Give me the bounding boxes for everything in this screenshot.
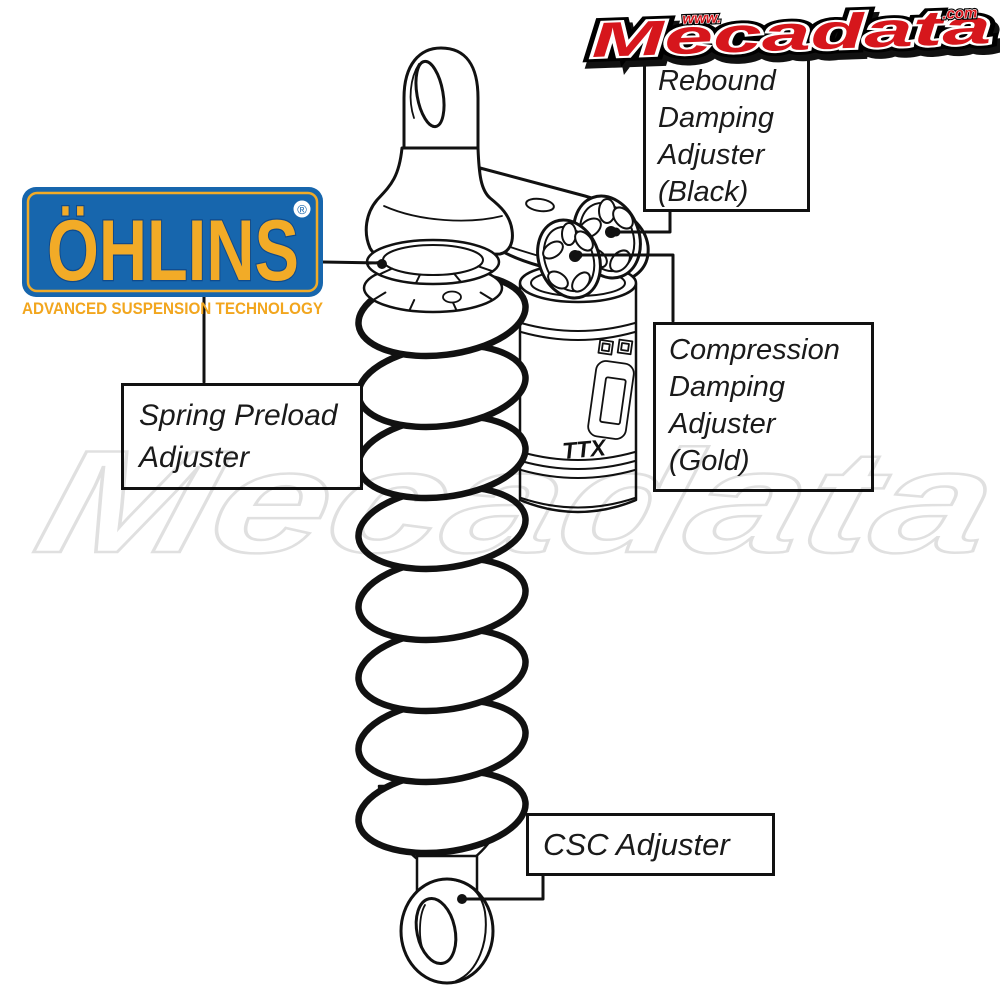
ohlins-wordmark: ÖHLINS <box>47 203 299 299</box>
bottom-eyelet <box>399 877 495 985</box>
pointer-dot-compression <box>573 250 583 260</box>
label-line: (Black) <box>658 176 749 208</box>
label-line: Adjuster <box>658 139 765 171</box>
label-line: Compression <box>669 334 840 366</box>
label-line: Spring Preload <box>139 399 338 432</box>
label-line: Adjuster <box>139 441 250 474</box>
mecadata-logo: Mecadata Mecadata Mecadata Mecadata www.… <box>585 0 1000 79</box>
label-line: Adjuster <box>669 408 776 440</box>
ohlins-tagline: ADVANCED SUSPENSION TECHNOLOGY <box>22 299 324 318</box>
connector-rebound <box>616 210 672 234</box>
label-rebound-damping-adjuster: Rebound Damping Adjuster (Black) <box>643 55 810 212</box>
reservoir-emblem <box>587 338 635 440</box>
label-line: Damping <box>658 102 775 134</box>
pointer-dot-preload <box>377 259 387 269</box>
label-line: (Gold) <box>669 445 750 477</box>
label-line: Rebound <box>658 65 776 97</box>
mecadata-logo-outline: Mecadata <box>590 0 992 68</box>
pointer-dot-csc <box>457 894 467 904</box>
connector-csc <box>460 874 545 901</box>
connector-compression <box>576 253 675 323</box>
top-eyelet <box>402 46 480 166</box>
mecadata-tld: .com <box>942 4 978 22</box>
reservoir-marking: TTX <box>561 434 608 464</box>
label-line: CSC Adjuster <box>543 827 730 862</box>
label-spring-preload-adjuster: Spring Preload Adjuster <box>121 383 363 490</box>
ohlins-logo-panel <box>22 187 323 297</box>
registered-mark-icon: ® <box>297 202 307 217</box>
mecadata-tld: .com <box>942 4 978 22</box>
connector-preload-horizontal <box>321 260 383 265</box>
ohlins-logo: ÖHLINS ® ADVANCED SUSPENSION TECHNOLOGY <box>22 187 324 318</box>
preload-collar <box>362 238 504 314</box>
connectors <box>202 210 675 901</box>
label-csc-adjuster: CSC Adjuster <box>526 813 775 876</box>
compression-knob-icon <box>536 218 602 300</box>
damper-head <box>364 146 514 258</box>
mecadata-www: www. <box>682 9 721 27</box>
pointer-dot-rebound <box>611 227 621 237</box>
mecadata-www: www. <box>682 9 721 27</box>
label-line: Damping <box>669 371 786 403</box>
connector-dots <box>377 227 621 904</box>
label-compression-damping-adjuster: Compression Damping Adjuster (Gold) <box>653 322 874 492</box>
